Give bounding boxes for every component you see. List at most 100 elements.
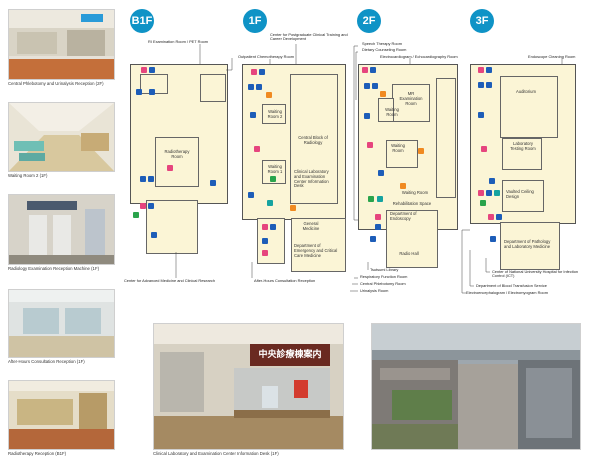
elevator-icon (489, 178, 495, 184)
room-waiting-mid: Waiting Room (391, 143, 405, 153)
room-rehab-space: Rehabilitation Space (392, 201, 432, 206)
elevator-icon (364, 113, 370, 119)
elevator-icon (478, 112, 484, 118)
room-auditorium: Auditorium (515, 89, 536, 94)
elevator-icon (490, 236, 496, 242)
room-radio-hall: Radio Hall (399, 251, 419, 256)
caption-radiotherapy-reception: Radiotherapy Reception (B1F) (8, 451, 67, 456)
room-pathology: Department of Pathology and Laboratory M… (504, 239, 551, 249)
photo-radiotherapy-reception-image (9, 381, 114, 449)
elevator-icon (262, 238, 268, 244)
toilet-icon (488, 214, 494, 220)
caption-central-phlebotomy: Central Phlebotomy and Urinalysis Recept… (8, 81, 104, 86)
label-after-hours: After-Hours Consultation Reception (254, 278, 316, 283)
label-urinalysis-room: Urinalysis Room (360, 288, 389, 293)
toilet-icon (362, 67, 368, 73)
label-ecg: Electrocardiogram / Echocardiography Roo… (380, 54, 458, 59)
elevator-icon (372, 83, 378, 89)
photo-after-hours-image (9, 290, 114, 357)
room-radiotherapy: Radiotherapy Room (164, 149, 190, 159)
photo-waiting-room-2 (8, 102, 115, 172)
label-dietary-counseling: Dietary Counseling Room (362, 47, 407, 52)
label-eeg-emg: Electroencephalogram / Electromyogram Ro… (466, 290, 548, 295)
toilet-icon (259, 69, 265, 75)
photo-hospital-aerial-image (372, 324, 580, 449)
wheelchair-icon (136, 89, 142, 95)
phone-icon (377, 196, 383, 202)
photo-hospital-aerial (371, 323, 581, 450)
toilet-icon (141, 67, 147, 73)
label-center-national-univ: Center of National University Hospital f… (492, 269, 579, 279)
label-blood-transfusion: Department of Blood Transfusion Service (476, 283, 547, 288)
room-lab-testing: Laboratory Testing Room (510, 141, 536, 151)
toilet-icon (481, 146, 487, 152)
toilet-icon (486, 67, 492, 73)
floor-badge-2f: 2F (357, 9, 381, 33)
toilet-icon (254, 146, 260, 152)
toilet-icon (262, 250, 268, 256)
wheelchair-icon (364, 83, 370, 89)
toilet-icon (375, 224, 381, 230)
room-waiting-low: Waiting Room (401, 190, 429, 195)
elevator-icon (256, 84, 262, 90)
wheelchair-icon (248, 84, 254, 90)
caption-waiting-room-2: Waiting Room 2 (1F) (8, 173, 48, 178)
room-emergency: Department of Emergency and Critical Car… (294, 243, 338, 258)
toilet-icon (262, 224, 268, 230)
reception-icon (418, 148, 424, 154)
photo-after-hours (8, 289, 115, 358)
room-general-medicine: General Medicine (302, 221, 320, 231)
label-ri-examination: RI Examination Room / PET Room (148, 39, 209, 44)
elevator-icon (370, 236, 376, 242)
toilet-icon (496, 214, 502, 220)
photo-clinical-lab-desk-image (154, 324, 343, 449)
toilet-icon (148, 203, 154, 209)
room-mr-examination: MR Examination Room (399, 91, 423, 106)
reception-icon (266, 92, 272, 98)
room-vaulted-ceiling: Vaulted Ceiling Design (506, 189, 534, 199)
photo-radiology-machine-image (9, 195, 114, 264)
toilet-icon (140, 203, 146, 209)
accessible-toilet-icon (133, 212, 139, 218)
photo-radiology-machine (8, 194, 115, 265)
floor-badge-3f: 3F (470, 9, 494, 33)
room-waiting-1: Waiting Room 1 (267, 164, 283, 174)
toilet-icon (270, 224, 276, 230)
room-endoscopy: Department of Endoscopy (390, 211, 417, 221)
reception-icon (400, 183, 406, 189)
accessible-toilet-icon (480, 200, 486, 206)
elevator-icon (486, 82, 492, 88)
caption-radiology-machine: Radiology Examination Reception Machine … (8, 266, 99, 271)
stairs-icon (210, 180, 216, 186)
toilet-icon (478, 67, 484, 73)
caption-clinical-lab-desk: Clinical Laboratory and Examination Cent… (153, 451, 279, 456)
floor-badge-b1f: B1F (130, 9, 154, 33)
phone-icon (267, 200, 273, 206)
photo-waiting-room-2-image (9, 103, 114, 171)
room-waiting-top: Waiting Room (385, 107, 399, 117)
elevator-icon (248, 192, 254, 198)
room-clinical-lab: Clinical Laboratory and Examination Cent… (294, 169, 329, 189)
label-outpatient-chemo: Outpatient Chemotherapy Room (238, 54, 295, 59)
toilet-icon (367, 142, 373, 148)
accessible-toilet-icon (368, 196, 374, 202)
toilet-icon (167, 165, 173, 171)
elevator-icon (151, 232, 157, 238)
phone-icon (494, 190, 500, 196)
toilet-icon (251, 69, 257, 75)
label-center-advanced-medicine: Center for Advanced Medicine and Clinica… (124, 278, 216, 283)
label-respiratory: Respiratory Function Room (360, 274, 408, 279)
central-sign-text: 中央診療棟案内 (258, 350, 322, 360)
elevator-icon (148, 176, 154, 182)
elevator-icon (378, 170, 384, 176)
accessible-toilet-icon (270, 176, 276, 182)
label-speech-therapy: Speech Therapy Room (362, 41, 402, 46)
wheelchair-icon (478, 82, 484, 88)
label-tsutsumi-library: Tsutsumi Library (370, 267, 399, 272)
photo-clinical-lab-desk: 中央診療棟案内 (153, 323, 344, 450)
photo-central-phlebotomy (8, 9, 115, 80)
room-waiting-2: Waiting Room 2 (267, 109, 283, 119)
information-icon (290, 205, 296, 211)
toilet-icon (375, 214, 381, 220)
floor-badge-1f: 1F (243, 9, 267, 33)
